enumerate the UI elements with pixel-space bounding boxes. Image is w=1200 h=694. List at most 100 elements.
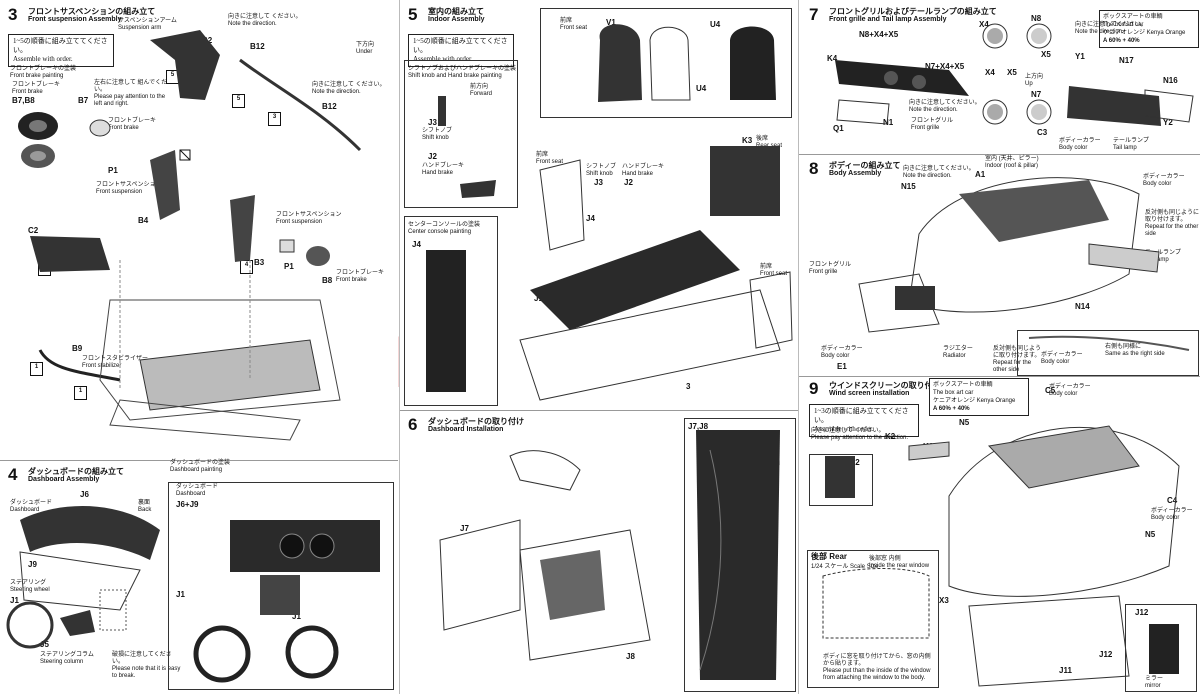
part-k2: K2 bbox=[885, 432, 896, 441]
step-5-title-en: Indoor Assembly bbox=[428, 16, 485, 23]
part-y1: Y1 bbox=[1075, 52, 1085, 61]
step-7-title-jp: フロントグリルおよびテールランプの組み立て bbox=[829, 7, 997, 16]
step-marker-1b: 1 bbox=[74, 386, 87, 400]
dashboard-install-drawing bbox=[439, 430, 780, 680]
assembly-order-note-5: 1~5の順番に組み立ててください。Assemble with order. bbox=[408, 34, 514, 67]
seat-painting-box bbox=[540, 8, 792, 118]
part-n14: N14 bbox=[1075, 302, 1090, 311]
repeat-note: 反対側も同じように取り付けます。Repeat for the other sid… bbox=[1145, 210, 1200, 237]
direction-note: 向きに注意して ください。Note the direction. bbox=[228, 14, 302, 27]
step-4-divider bbox=[0, 460, 398, 461]
part-b3: B3 bbox=[254, 258, 265, 267]
step-6-title-en: Dashboard Installation bbox=[428, 426, 504, 433]
part-n8-x4-x5: N8+X4+X5 bbox=[859, 30, 899, 39]
indoor-roof-label: 室内 (天井、ピラー)Indoor (roof & pillar) bbox=[985, 156, 1039, 169]
step-4-number: 4 bbox=[8, 465, 18, 484]
part-x4: X4 bbox=[979, 20, 989, 29]
dash-painting-box bbox=[168, 482, 394, 690]
break-note: 破損に注意してください。Please note that it is easy … bbox=[112, 652, 181, 679]
step-6-number: 6 bbox=[408, 415, 418, 434]
part-p1: P1 bbox=[108, 166, 118, 175]
part-n5: N5 bbox=[959, 418, 970, 427]
dashboard-drawing bbox=[6, 506, 380, 683]
part-j12: J12 bbox=[1135, 608, 1149, 617]
part-j7: J7 bbox=[460, 524, 469, 533]
part-x4-b: X4 bbox=[985, 68, 995, 77]
step-marker-1: 1 bbox=[30, 362, 43, 376]
step-7-number: 7 bbox=[809, 5, 819, 24]
part-j5: J5 bbox=[40, 640, 49, 649]
grille-taillamp-drawing bbox=[835, 23, 1194, 126]
part-u4b: U4 bbox=[696, 84, 707, 93]
part-k3: K3 bbox=[742, 136, 753, 145]
windscreen-drawing bbox=[822, 425, 1180, 687]
part-c5: C5 bbox=[1045, 386, 1056, 395]
part-b12: B12 bbox=[250, 42, 265, 51]
part-j4: J4 bbox=[586, 214, 595, 223]
part-c2: C2 bbox=[28, 226, 39, 235]
part-y2: Y2 bbox=[1163, 118, 1173, 127]
part-n8: N8 bbox=[1031, 14, 1042, 23]
step-3-number: 3 bbox=[8, 5, 18, 24]
rear-title: 後部 Rear bbox=[811, 552, 848, 561]
part-j6-j9: J6+J9 bbox=[176, 500, 199, 509]
part-j3: J3 bbox=[428, 118, 437, 127]
part-n16: N16 bbox=[1163, 76, 1178, 85]
attention-note: 向きに注意して ください。Please pay attention to the… bbox=[811, 428, 909, 441]
rear-window-template-box bbox=[807, 550, 939, 688]
step-8-divider bbox=[799, 154, 1200, 155]
step-9-title-en: Wind screen installation bbox=[829, 390, 910, 397]
part-a1: A1 bbox=[975, 170, 986, 179]
direction-note-2: 向きに注意して ください。Note the direction. bbox=[312, 82, 386, 95]
step-4-title-en: Dashboard Assembly bbox=[28, 476, 100, 483]
step-3-title-en: Front suspension Assembly bbox=[28, 16, 122, 23]
side-trim-box bbox=[1017, 330, 1199, 376]
part-b8: B8 bbox=[322, 276, 333, 285]
part-j2-b: J2 bbox=[624, 178, 633, 187]
front-suspension-drawing bbox=[18, 30, 362, 441]
rear-attach-note: ボディに窓を取り付けてから、窓の内側から貼ります。Please put than… bbox=[823, 654, 931, 681]
console-painting-box bbox=[404, 216, 498, 406]
part-x5-b: X5 bbox=[1007, 68, 1017, 77]
instruction-page-1: 3 フロントサスペンションの組み立て Front suspension Asse… bbox=[0, 0, 398, 694]
step-8-title-jp: ボディーの組み立て bbox=[829, 161, 901, 170]
part-n1: N1 bbox=[883, 118, 894, 127]
instruction-page-3: 7 フロントグリルおよびテールランプの組み立て Front grille and… bbox=[798, 0, 1200, 694]
part-c3: C3 bbox=[1037, 128, 1048, 137]
part-p1-2: P1 bbox=[284, 262, 294, 271]
part-j8: J8 bbox=[626, 652, 635, 661]
part-b7: B7 bbox=[78, 96, 89, 105]
door-panel-box bbox=[684, 418, 796, 692]
part-n7-x4-x5: N7+X4+X5 bbox=[925, 62, 965, 71]
body-assembly-drawing bbox=[858, 177, 1190, 351]
part-j1: J1 bbox=[10, 596, 19, 605]
step-6-title-jp: ダッシュボードの取り付け bbox=[428, 417, 524, 426]
assembly-order-note-9: 1~3の順番に組み立ててください。Assemble with order. bbox=[809, 404, 919, 437]
step-marker-5b: 5 bbox=[232, 94, 245, 108]
part-j2: J2 bbox=[428, 152, 437, 161]
